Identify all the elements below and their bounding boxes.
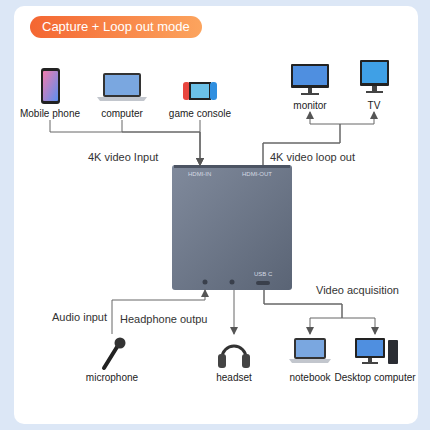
signal-label: 4K video loop out xyxy=(270,151,355,164)
microphone-icon xyxy=(104,338,126,369)
device-node: Desktop computer xyxy=(331,334,419,384)
device-label: computer xyxy=(101,108,143,120)
headset-icon xyxy=(218,346,250,368)
signal-connector xyxy=(264,290,375,334)
device-label: notebook xyxy=(289,372,330,384)
device-node: headset xyxy=(213,334,255,384)
signal-connector xyxy=(200,120,201,165)
device-node: Mobile phone xyxy=(17,66,84,120)
notebook-icon xyxy=(289,338,331,363)
signal-label: Headphone outpu xyxy=(120,313,207,326)
device-label: Desktop computer xyxy=(334,372,415,384)
device-label: Mobile phone xyxy=(20,108,80,120)
monitor-icon xyxy=(291,64,329,95)
signal-connector xyxy=(234,290,235,334)
panel xyxy=(14,6,418,424)
signal-connector xyxy=(112,290,205,334)
port-label: HDMI-IN xyxy=(188,171,211,178)
signal-label: 4K video Input xyxy=(88,151,158,164)
device-label: microphone xyxy=(86,372,138,384)
phone-icon xyxy=(41,68,60,104)
device-label: headset xyxy=(216,372,252,384)
device-label: game console xyxy=(169,108,231,120)
device-label: monitor xyxy=(293,100,326,112)
signal-label: Audio input xyxy=(52,311,107,324)
console-icon xyxy=(183,82,217,100)
signal-connector xyxy=(263,112,374,165)
device-label: TV xyxy=(368,100,381,112)
port-label: HDMI-OUT xyxy=(242,171,272,178)
title-pill: Capture + Loop out mode xyxy=(30,16,202,38)
desktop-icon xyxy=(355,338,398,364)
device-node: notebook xyxy=(286,334,334,384)
signal-connector xyxy=(264,290,342,334)
capture-box: HDMI-IN HDMI-OUT USB C xyxy=(172,165,292,290)
signal-label: Video acquisition xyxy=(316,284,399,297)
device-node: TV xyxy=(357,58,391,112)
capture-device xyxy=(172,165,292,290)
port-label: USB C xyxy=(254,271,272,278)
tv-icon xyxy=(360,60,389,93)
device-node: game console xyxy=(166,68,235,120)
device-node: computer xyxy=(95,68,149,120)
device-node: microphone xyxy=(83,334,142,384)
signal-connector xyxy=(50,120,200,165)
device-node: monitor xyxy=(288,62,332,112)
laptop-icon xyxy=(97,73,147,101)
